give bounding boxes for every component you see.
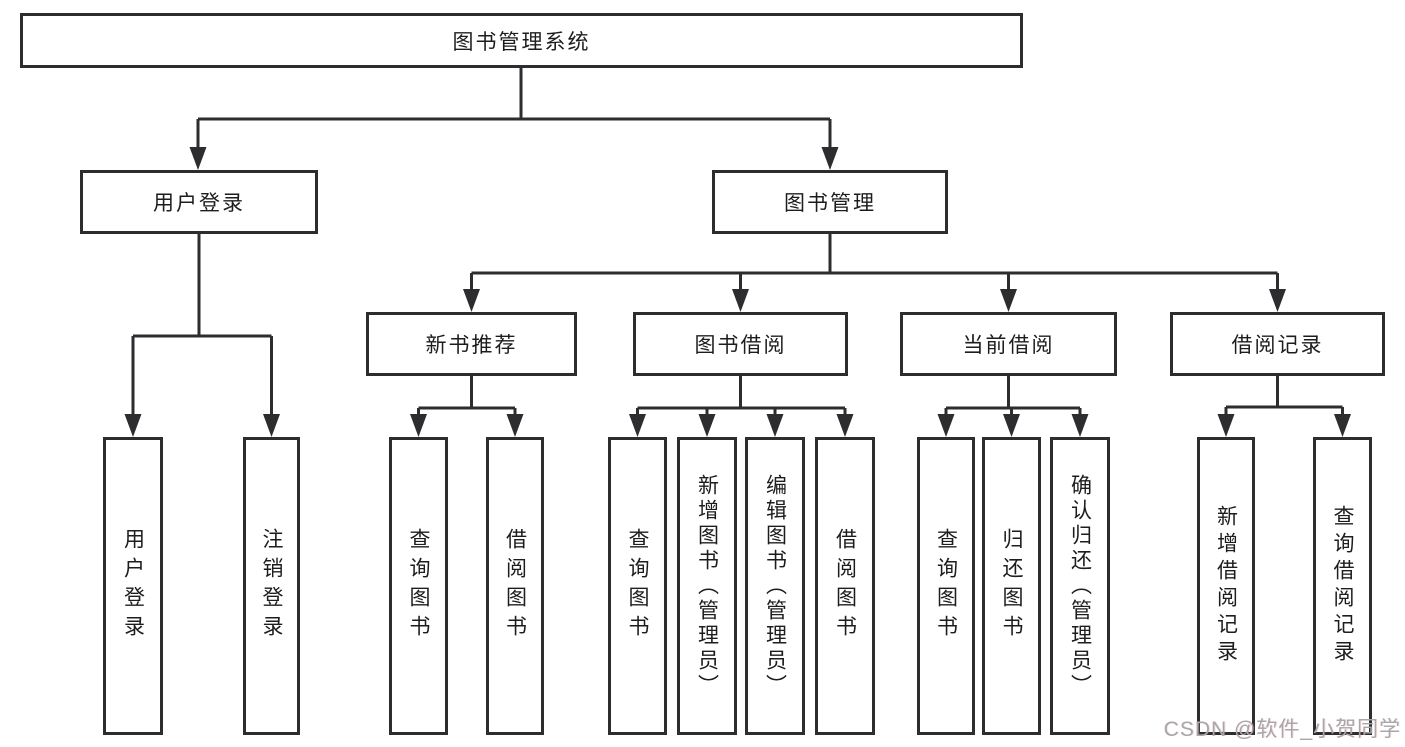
node-user-login: 用户登录 (80, 170, 318, 234)
leaf-records-query-record: 查询借阅记录 (1313, 437, 1372, 735)
leaf-recommend-query-books: 查询图书 (389, 437, 448, 735)
connector-book-borrow-to-leaves (636, 376, 847, 417)
leaf-current-confirm-return-admin: 确认归还（管理员） (1050, 437, 1110, 735)
csdn-watermark: CSDN @软件_小贺同学 (1163, 718, 1401, 741)
node-current-borrow: 当前借阅 (900, 312, 1117, 376)
node-root-library-system: 图书管理系统 (20, 13, 1023, 68)
connector-user-login-to-leaves (131, 234, 273, 417)
leaf-borrow-query-books: 查询图书 (608, 437, 667, 735)
node-borrow-records: 借阅记录 (1170, 312, 1385, 376)
connector-book-mgmt-to-level2 (470, 234, 1279, 292)
leaf-user-login: 用户登录 (103, 437, 163, 735)
node-book-borrow: 图书借阅 (633, 312, 848, 376)
leaf-logout: 注销登录 (243, 437, 300, 735)
connector-current-borrow-to-leaves (944, 376, 1082, 417)
connector-new-book-rec-to-leaves (417, 376, 517, 417)
leaf-records-add-record: 新增借阅记录 (1197, 437, 1255, 735)
leaf-recommend-borrow-books: 借阅图书 (486, 437, 544, 735)
leaf-borrow-borrow-books: 借阅图书 (815, 437, 875, 735)
leaf-borrow-edit-books-admin: 编辑图书（管理员） (745, 437, 805, 735)
leaf-current-query-books: 查询图书 (917, 437, 975, 735)
leaf-borrow-add-books-admin: 新增图书（管理员） (677, 437, 737, 735)
node-new-book-recommend: 新书推荐 (366, 312, 577, 376)
connector-root-to-level1 (196, 68, 832, 150)
connector-borrow-records-to-leaves (1224, 376, 1344, 417)
leaf-current-return-books: 归还图书 (982, 437, 1041, 735)
node-book-management: 图书管理 (712, 170, 948, 234)
